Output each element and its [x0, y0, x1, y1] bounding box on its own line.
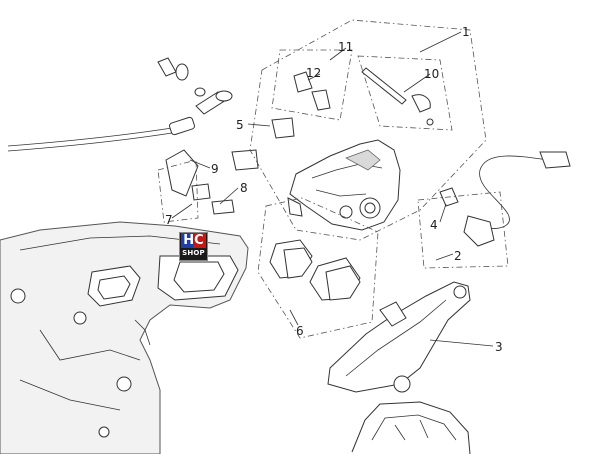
brake-pads: [257, 197, 379, 339]
callout-2: 2: [454, 249, 462, 263]
caliper-bracket: [327, 281, 471, 393]
callout-6: 6: [296, 324, 304, 338]
callout-5: 5: [236, 118, 244, 132]
callout-4: 4: [430, 218, 438, 232]
caliper-assembly-outline: [249, 19, 487, 241]
logo-text-hc: HC: [181, 233, 206, 248]
leader-lines: [171, 31, 494, 347]
callout-8: 8: [240, 181, 248, 195]
swingarm-frame: [0, 221, 249, 454]
callout-labels: 1 2 3 4 5 6 7 8 9 10 11 12: [165, 25, 503, 354]
brake-caliper: [287, 139, 401, 231]
callout-10: 10: [424, 67, 439, 81]
hardware-bolts: [157, 117, 295, 223]
callout-11: 11: [338, 40, 353, 54]
callout-12: 12: [306, 66, 321, 80]
logo-text-shop: SHOP: [182, 249, 205, 257]
callout-9: 9: [211, 162, 219, 176]
hc-shop-logo: HC SHOP: [179, 232, 208, 261]
callout-1: 1: [462, 25, 470, 39]
speed-sensor: [417, 151, 571, 269]
brake-hose: [7, 57, 233, 152]
heel-guard-bracket: [351, 401, 471, 454]
pad-pin-and-spring: [271, 49, 453, 131]
callout-3: 3: [495, 340, 503, 354]
callout-7: 7: [165, 213, 173, 227]
